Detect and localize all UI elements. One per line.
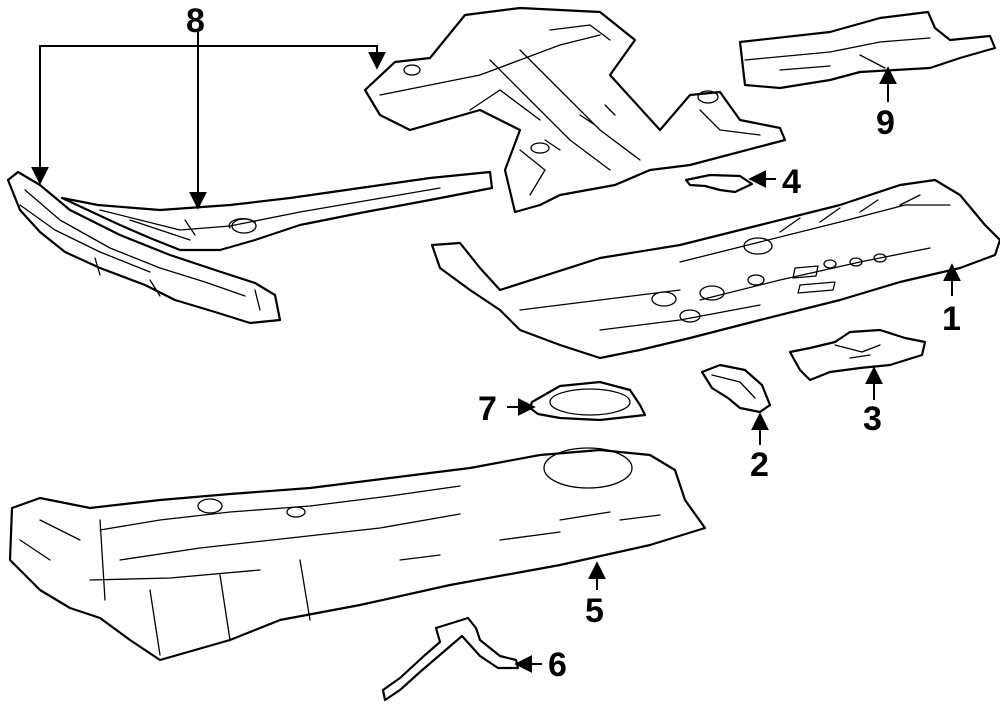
reinforcement-plate-part[interactable] <box>528 380 647 422</box>
callout-6: 6 <box>548 646 567 684</box>
front-floor-panel-part[interactable] <box>8 447 707 662</box>
front-crossmember-part[interactable] <box>363 6 787 214</box>
callout-1: 1 <box>942 300 961 338</box>
mount-bracket-part[interactable] <box>788 328 927 382</box>
callout-2: 2 <box>750 446 769 484</box>
floor-brace-part[interactable] <box>381 616 520 702</box>
callout-8: 8 <box>186 2 205 40</box>
leader-lines <box>31 32 961 673</box>
callout-9: 9 <box>876 104 895 142</box>
support-bracket-part[interactable] <box>700 363 772 414</box>
callout-3: 3 <box>863 400 882 438</box>
callout-5: 5 <box>585 592 604 630</box>
callout-4: 4 <box>782 163 801 201</box>
callout-7: 7 <box>478 390 497 428</box>
reinforcement-bracket-part[interactable] <box>738 10 997 90</box>
side-member-part[interactable] <box>6 170 282 325</box>
small-bracket-part[interactable] <box>684 173 754 194</box>
floor-rail-part[interactable] <box>60 170 494 252</box>
callout-labels: 8 9 4 1 7 2 3 5 6 <box>186 2 961 684</box>
floor-pan-part[interactable] <box>430 178 1000 360</box>
